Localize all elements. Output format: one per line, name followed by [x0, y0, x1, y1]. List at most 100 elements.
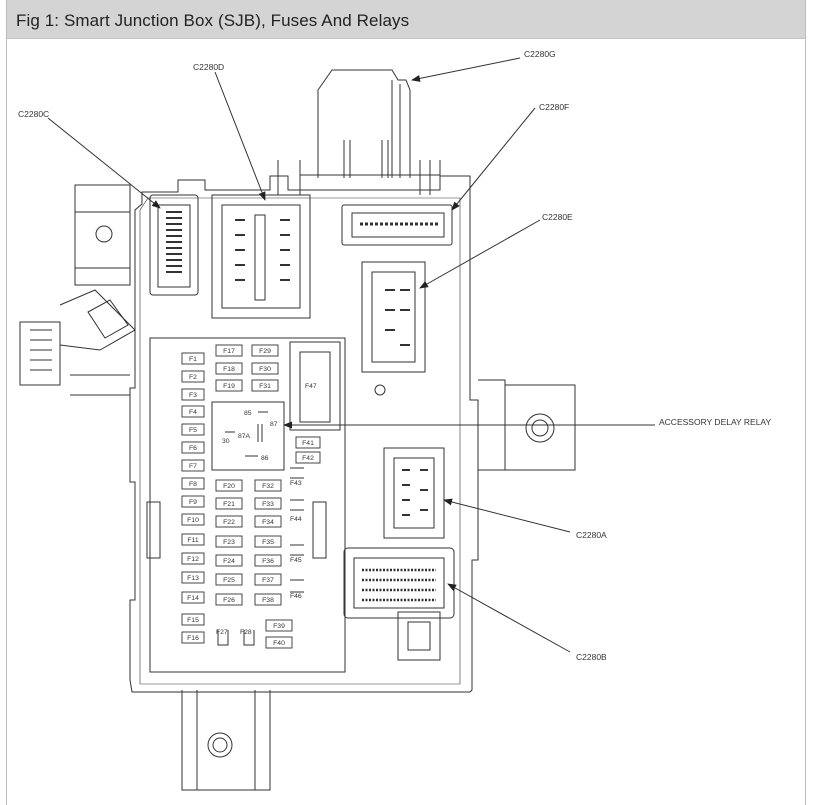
fuse-f35-label: F35 — [262, 539, 274, 546]
connector-c2280d — [211, 194, 311, 319]
figure-frame: Fig 1: Smart Junction Box (SJB), Fuses A… — [6, 0, 806, 805]
fuse-f34: F34 — [254, 515, 282, 528]
connector-c2280g-body — [317, 69, 411, 178]
fuse-f24-label: F24 — [223, 558, 235, 565]
fuse-f1-label: F1 — [189, 356, 197, 363]
left-mount-hole-icon — [95, 225, 113, 243]
fuse-f34-label: F34 — [262, 519, 274, 526]
fuse-f11: F11 — [181, 533, 205, 546]
figure-header: Fig 1: Smart Junction Box (SJB), Fuses A… — [7, 0, 805, 39]
fuse-f20: F20 — [215, 479, 243, 492]
fuse-f21: F21 — [215, 497, 243, 510]
relay-pin-87: 87 — [270, 421, 278, 428]
fuse-f38: F38 — [254, 593, 282, 606]
connector-c2280a — [383, 447, 445, 539]
fuse-f26-label: F26 — [223, 597, 235, 604]
fuse-f44-label: F44 — [290, 516, 302, 523]
fuse-f35: F35 — [254, 535, 282, 548]
fuse-f47-slot — [289, 341, 341, 431]
fuse-f10: F10 — [181, 513, 205, 526]
fuse-f22: F22 — [215, 515, 243, 528]
fuse-f6: F6 — [181, 441, 205, 454]
connector-c2280c — [149, 194, 199, 296]
figure-title: Fig 1: Smart Junction Box (SJB), Fuses A… — [16, 11, 410, 30]
fuse-f36-label: F36 — [262, 558, 274, 565]
label-c2280e: C2280E — [542, 212, 573, 222]
fuse-f27-label: F27 — [216, 629, 228, 636]
fuse-f17-label: F17 — [223, 348, 235, 355]
fuse-f36: F36 — [254, 554, 282, 567]
fuse-f14: F14 — [181, 591, 205, 604]
label-c2280b: C2280B — [576, 652, 607, 662]
fuse-f13-label: F13 — [187, 575, 199, 582]
fuse-f38-label: F38 — [262, 597, 274, 604]
fuse-f15-label: F15 — [187, 617, 199, 624]
fuse-f41-label: F41 — [302, 440, 314, 447]
label-c2280g: C2280G — [524, 49, 556, 59]
relay-pin-86: 86 — [261, 455, 269, 462]
fuse-f4: F4 — [181, 405, 205, 418]
fuse-f47-label: F47 — [305, 383, 317, 390]
fuse-f10-label: F10 — [187, 517, 199, 524]
fuse-f24: F24 — [215, 554, 243, 567]
accessory-delay-relay — [211, 401, 285, 471]
fuse-f11-label: F11 — [187, 537, 198, 544]
fuse-f3-label: F3 — [189, 392, 197, 399]
fuse-f25-label: F25 — [223, 577, 235, 584]
fuse-f23: F23 — [215, 535, 243, 548]
fuse-f9-label: F9 — [189, 499, 197, 506]
fuse-f42: F42 — [295, 451, 321, 464]
fuse-f23-label: F23 — [223, 539, 235, 546]
fuse-f33: F33 — [254, 497, 282, 510]
fuse-f31: F31 — [251, 379, 279, 392]
fuse-f8: F8 — [181, 477, 205, 490]
fuse-f30-label: F30 — [259, 366, 271, 373]
fuse-f12: F12 — [181, 552, 205, 565]
fuse-f18: F18 — [215, 362, 243, 375]
fuse-f39-label: F39 — [273, 623, 285, 630]
relay-pin-87a: 87A — [238, 433, 251, 440]
fuse-f15: F15 — [181, 613, 205, 626]
fuse-f28-label: F28 — [240, 629, 252, 636]
relay-pin-30: 30 — [222, 438, 230, 445]
label-c2280d: C2280D — [193, 62, 224, 72]
fuse-panel — [149, 337, 346, 673]
connector-c2280f — [341, 204, 453, 246]
connector-c2280b — [343, 547, 455, 619]
fuse-f19-label: F19 — [223, 383, 235, 390]
fuse-f19: F19 — [215, 379, 243, 392]
fuse-f12-label: F12 — [187, 556, 199, 563]
relay-pin-85: 85 — [244, 410, 252, 417]
fuse-f37: F37 — [254, 573, 282, 586]
fuse-f45-label: F45 — [290, 557, 302, 564]
bottom-mount — [181, 690, 271, 791]
fuse-f21-label: F21 — [223, 501, 235, 508]
fuse-f4-label: F4 — [189, 409, 197, 416]
fuse-f5-label: F5 — [189, 427, 197, 434]
label-c2280c: C2280C — [18, 109, 49, 119]
fuse-f2-label: F2 — [189, 374, 197, 381]
fuse-f39: F39 — [265, 619, 293, 632]
fuse-f5: F5 — [181, 423, 205, 436]
fuse-f41: F41 — [295, 436, 321, 449]
fuse-f43-label: F43 — [290, 480, 302, 487]
fuse-f1: F1 — [181, 352, 205, 365]
fuse-f17: F17 — [215, 344, 243, 357]
fuse-f29: F29 — [251, 344, 279, 357]
fuse-f33-label: F33 — [262, 501, 274, 508]
fuse-f29-label: F29 — [259, 348, 271, 355]
sjb-housing — [129, 175, 479, 693]
fuse-f22-label: F22 — [223, 519, 235, 526]
fuse-f7-label: F7 — [189, 463, 197, 470]
fuse-f9: F9 — [181, 495, 205, 508]
fuse-f16: F16 — [181, 631, 205, 644]
label-c2280f: C2280F — [539, 102, 569, 112]
fuse-f7: F7 — [181, 459, 205, 472]
fuse-f14-label: F14 — [187, 595, 199, 602]
fuse-f32-label: F32 — [262, 483, 274, 490]
left-mount — [74, 184, 131, 286]
fuse-f18-label: F18 — [223, 366, 235, 373]
connector-c2280e — [361, 261, 426, 373]
